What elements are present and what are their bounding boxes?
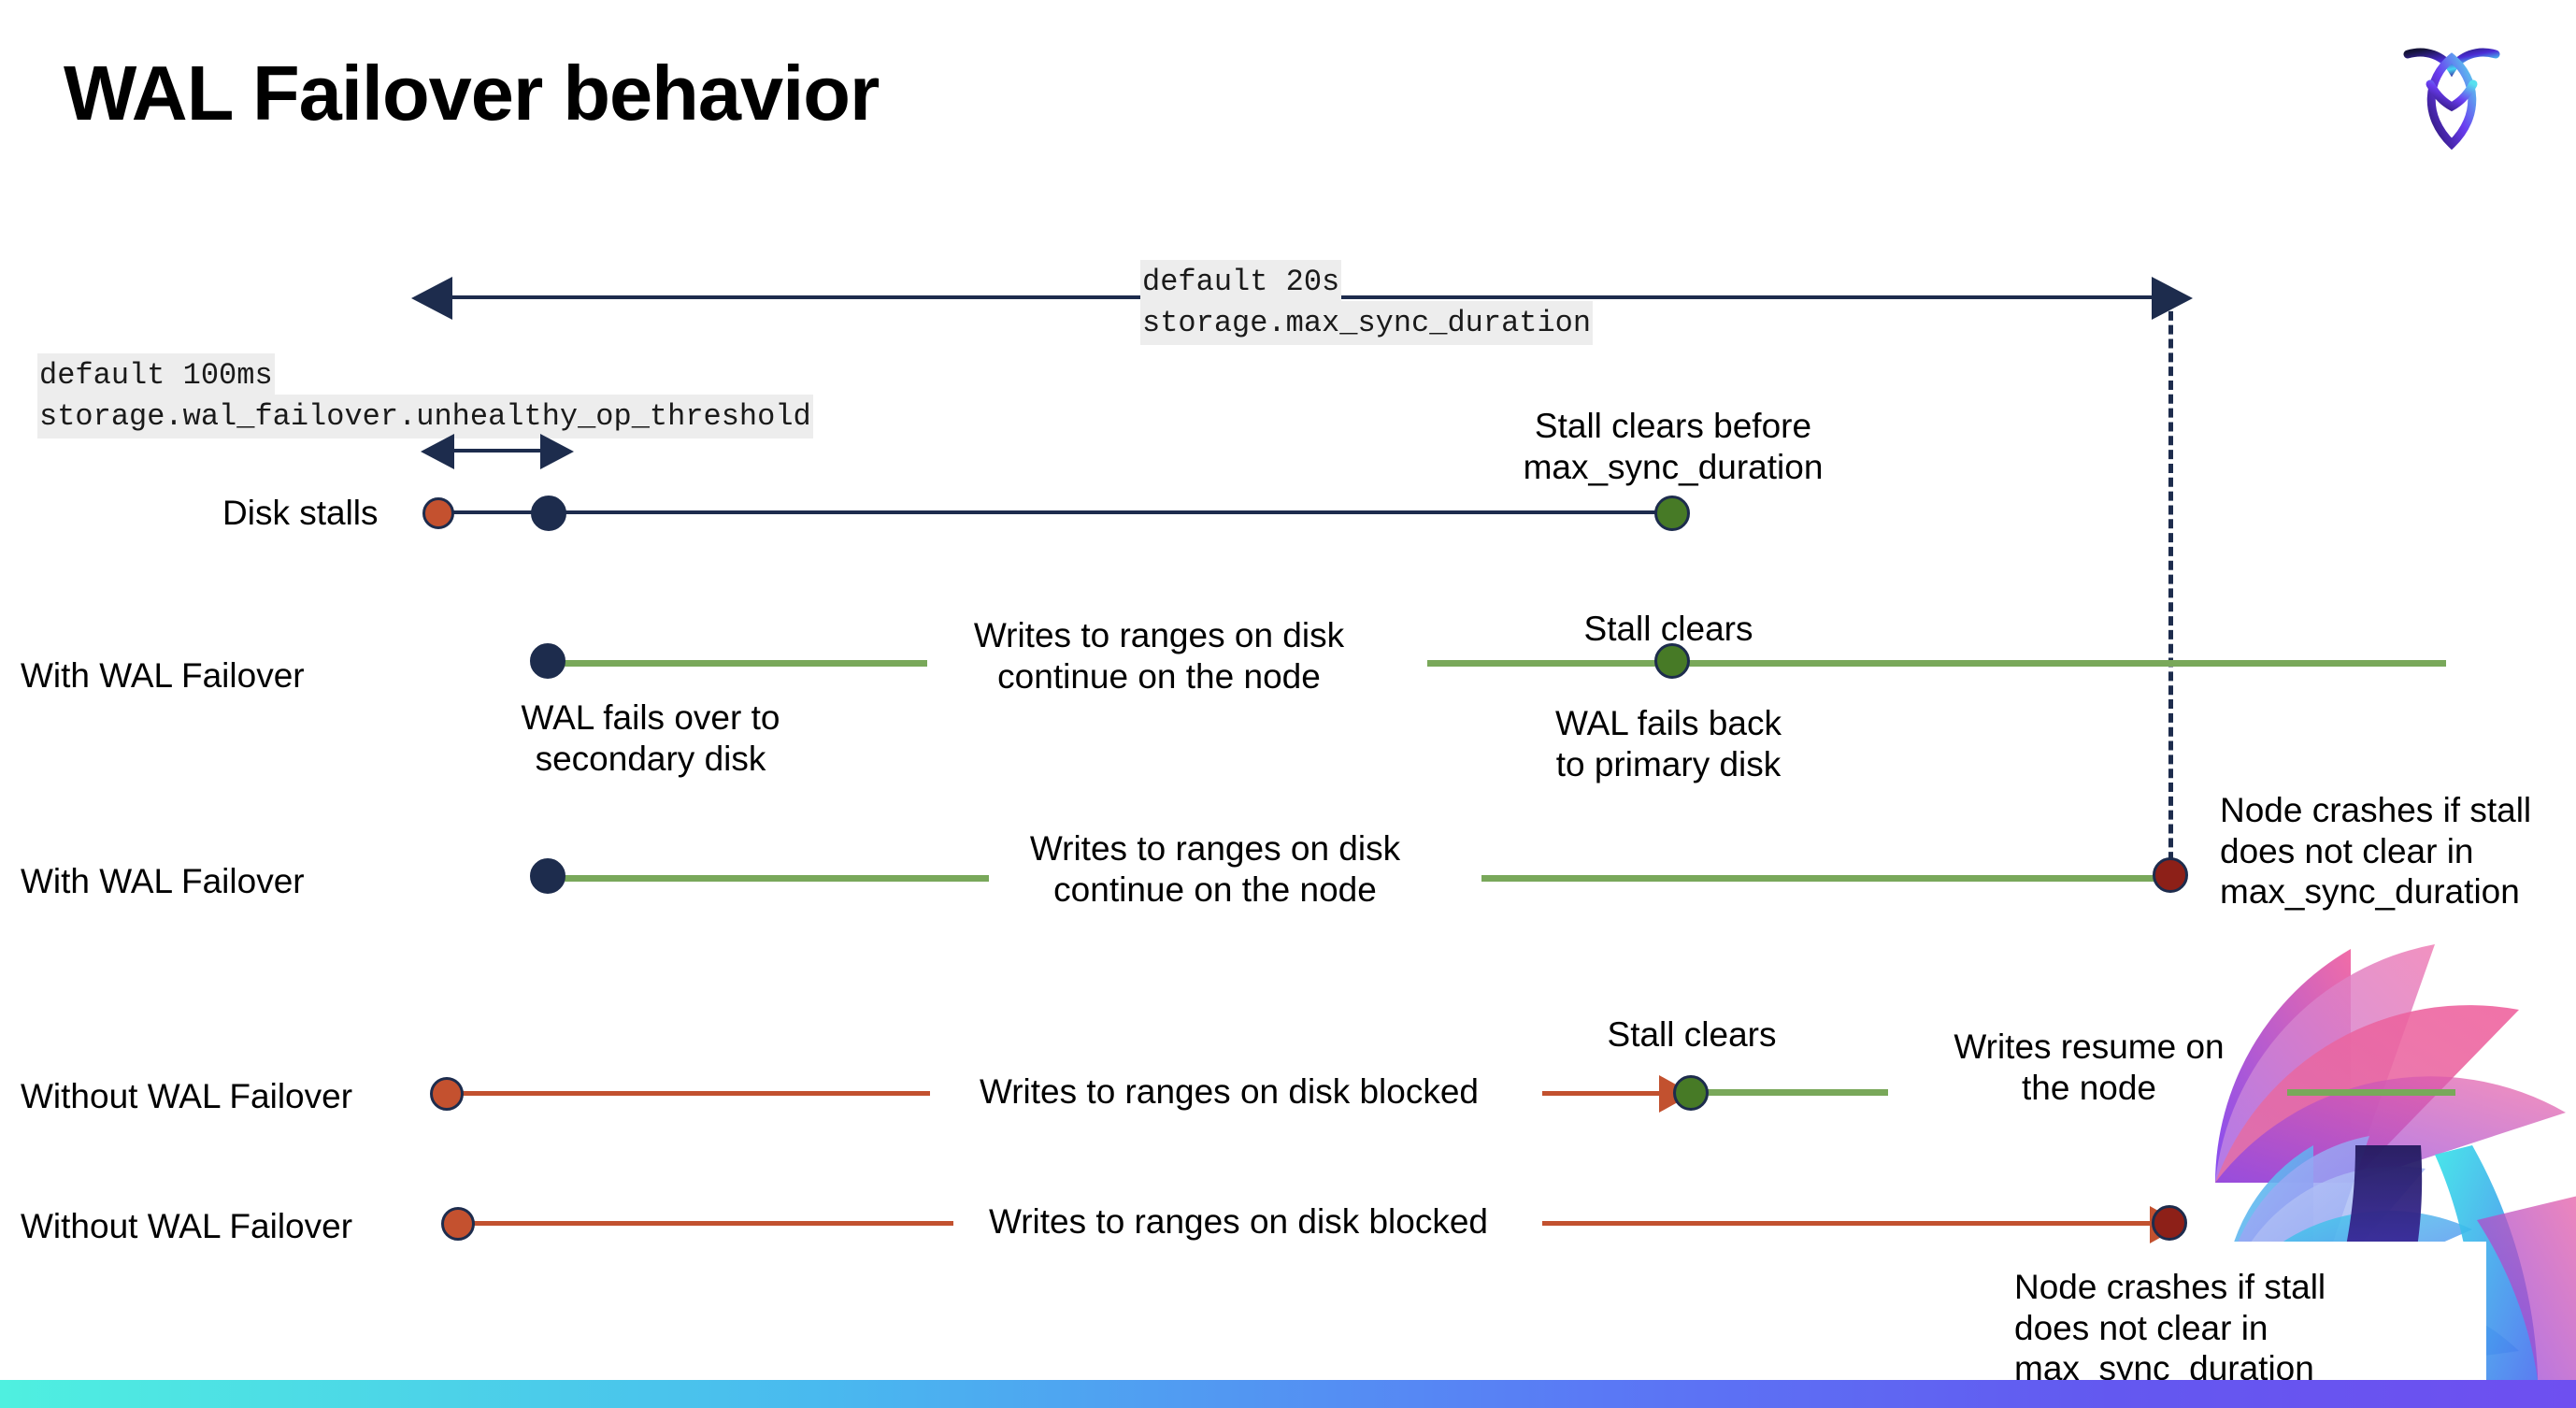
wal-failover-crash-timeline-segment-1: [540, 875, 989, 882]
max-sync-span-left-arrowhead: [411, 277, 452, 320]
row-label-with-wal-failover-1: With WAL Failover: [21, 656, 305, 695]
node-crash-marker-1: [2153, 857, 2188, 893]
annotation-stall-clears-before: Stall clears before max_sync_duration: [1523, 407, 1824, 486]
wal-failover-crash-start-marker: [530, 858, 565, 894]
annotation-wal-fails-over: WAL fails over to secondary disk: [521, 698, 780, 778]
unhealthy-op-threshold-setting-label: storage.wal_failover.unhealthy_op_thresh…: [37, 395, 813, 439]
max-sync-duration-default-label: default 20s: [1140, 260, 1342, 305]
node-crash-marker-2: [2152, 1205, 2187, 1241]
annotation-writes-continue-1: Writes to ranges on disk continue on the…: [973, 616, 1345, 696]
max-sync-duration-dropline: [2168, 297, 2173, 875]
without-failover-blocked-segment-1: [453, 1091, 930, 1096]
annotation-wal-fails-back: WAL fails back to primary disk: [1555, 704, 1782, 783]
wal-failover-timeline-segment-1: [540, 660, 927, 667]
unhealthy-op-threshold-default-label: default 100ms: [37, 353, 275, 398]
without-failover-crash-segment-2: [1542, 1221, 2159, 1226]
wal-failover-stall-clears-marker: [1654, 643, 1690, 679]
unhealthy-threshold-left-arrowhead: [421, 434, 454, 469]
without-failover-stall-clears-marker: [1673, 1075, 1709, 1111]
wal-failover-start-marker: [530, 643, 565, 679]
annotation-writes-blocked-2: Writes to ranges on disk blocked: [988, 1202, 1489, 1241]
without-failover-resume-segment-2: [2287, 1089, 2455, 1096]
annotation-stall-clears-4: Stall clears: [1607, 1015, 1777, 1054]
unhealthy-op-threshold-span-line: [439, 449, 555, 453]
max-sync-duration-setting-label: storage.max_sync_duration: [1140, 301, 1594, 346]
disk-stall-start-marker: [422, 497, 454, 529]
unhealthy-threshold-right-arrowhead: [540, 434, 574, 469]
without-failover-stall-start-marker-2: [441, 1207, 475, 1241]
max-sync-span-right-arrowhead: [2152, 277, 2193, 320]
disk-stalls-timeline: [439, 510, 1675, 514]
row-label-with-wal-failover-2: With WAL Failover: [21, 862, 305, 900]
page-title: WAL Failover behavior: [64, 50, 880, 136]
annotation-writes-resume: Writes resume on the node: [1953, 1027, 2225, 1107]
annotation-writes-blocked-1: Writes to ranges on disk blocked: [979, 1072, 1480, 1111]
without-failover-crash-segment-1: [467, 1221, 953, 1226]
without-failover-resume-segment-1: [1696, 1089, 1888, 1096]
annotation-writes-continue-2: Writes to ranges on disk continue on the…: [1029, 829, 1401, 909]
without-failover-stall-start-marker-1: [430, 1077, 464, 1111]
wal-failover-crash-timeline-segment-2: [1481, 875, 2173, 882]
row-label-without-wal-failover-1: Without WAL Failover: [21, 1077, 353, 1115]
annotation-stall-clears-2: Stall clears: [1583, 610, 1753, 648]
row-label-without-wal-failover-2: Without WAL Failover: [21, 1207, 353, 1245]
without-failover-blocked-segment-2: [1542, 1091, 1668, 1096]
disk-stall-threshold-marker: [531, 496, 566, 531]
annotation-node-crashes-1: Node crashes if stall does not clear in …: [2220, 791, 2532, 912]
bottom-gradient-bar: [0, 1380, 2576, 1408]
annotation-node-crashes-2: Node crashes if stall does not clear in …: [2014, 1268, 2326, 1388]
cockroach-labs-logo-icon: [2403, 48, 2500, 151]
disk-stall-clears-marker: [1654, 496, 1690, 531]
wal-failover-timeline-segment-2: [1427, 660, 2446, 667]
row-label-disk-stalls: Disk stalls: [222, 494, 379, 532]
